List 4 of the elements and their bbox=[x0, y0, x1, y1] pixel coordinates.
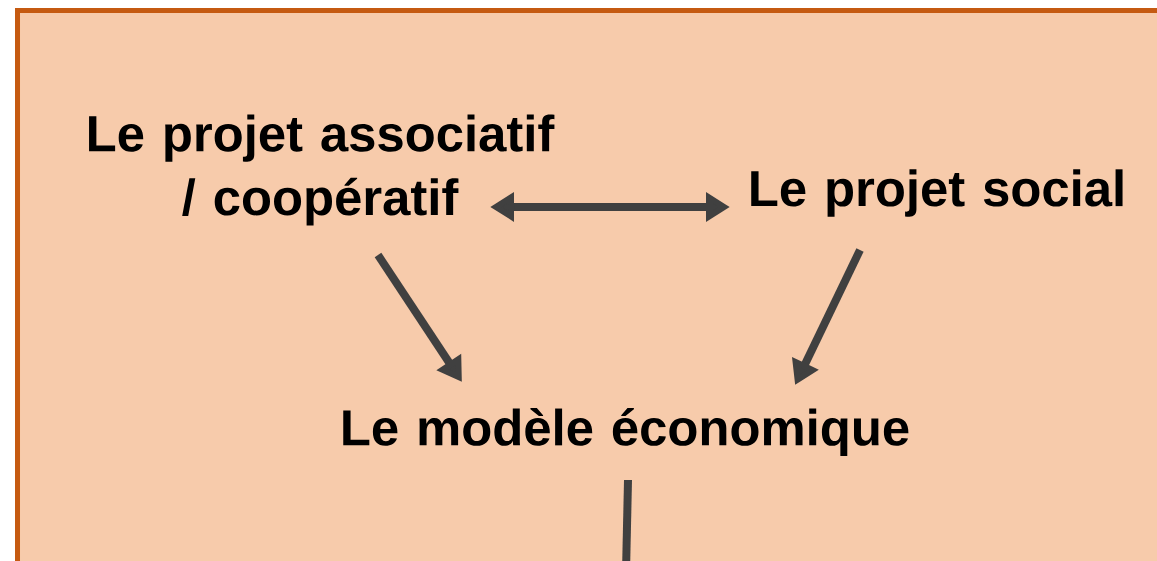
node-label: Le modèle économique bbox=[343, 408, 909, 456]
node-label: Le projet social bbox=[751, 169, 1123, 217]
node-label: Le projet associatif / coopératif bbox=[89, 114, 555, 226]
panel bbox=[15, 8, 1157, 561]
